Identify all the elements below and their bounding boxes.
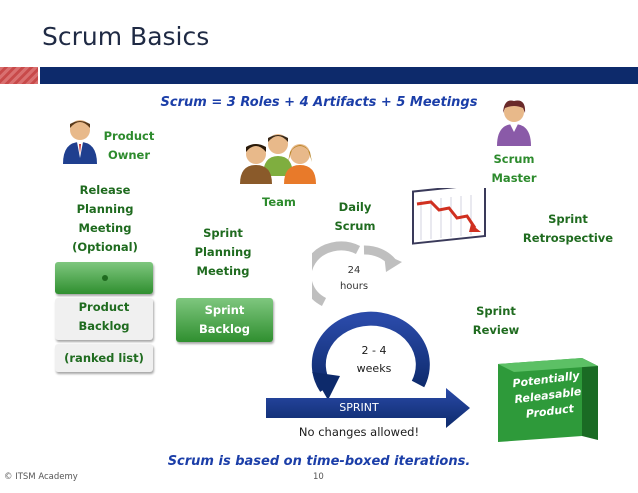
- meeting-daily-scrum: Daily Scrum: [330, 198, 380, 236]
- product-owner-icon: [63, 120, 97, 164]
- product-backlog-line: Product: [78, 300, 130, 314]
- product-backlog-top: [55, 262, 153, 294]
- daily-scrum-line: Scrum: [334, 219, 376, 233]
- daily-scrum-line: Daily: [338, 200, 372, 214]
- timebox-message: Scrum is based on time-boxed iterations.: [167, 454, 471, 469]
- daily-cycle-label: 24 hours: [330, 263, 378, 295]
- slide-title: Scrum Basics: [42, 22, 210, 51]
- header-bar-accent: [0, 67, 38, 84]
- sprint-planning-line: Sprint: [203, 226, 243, 240]
- product-backlog: Product Backlog: [55, 298, 153, 340]
- sprint-backlog: Sprint Backlog: [176, 298, 273, 342]
- sprint-cycle-arrow: [311, 311, 430, 400]
- sprint-retro-line: Sprint: [548, 212, 588, 226]
- no-changes-label: No changes allowed!: [298, 425, 420, 439]
- product-backlog-line: Backlog: [78, 319, 130, 333]
- sprint-label: SPRINT: [339, 401, 379, 414]
- meeting-release-planning: Release Planning Meeting (Optional): [60, 181, 150, 257]
- scrum-formula-heading: Scrum = 3 Roles + 4 Artifacts + 5 Meetin…: [160, 95, 478, 110]
- team-icon: [240, 134, 316, 184]
- release-planning-line: (Optional): [72, 240, 138, 254]
- sprint-retro-line: Retrospective: [522, 231, 614, 245]
- daily-cycle-arrow: [312, 241, 402, 307]
- sprint-length-label: 2 - 4 weeks: [348, 342, 400, 378]
- copyright: © ITSM Academy: [4, 472, 78, 482]
- sprint-planning-line: Planning: [194, 245, 252, 259]
- sprint-review-line: Review: [472, 323, 520, 337]
- meeting-sprint-planning: Sprint Planning Meeting: [180, 224, 266, 281]
- role-scrum-master: Scrum Master: [482, 150, 546, 188]
- sprint-planning-line: Meeting: [196, 264, 250, 278]
- backlog-dot: [102, 275, 108, 281]
- declining-chart-icon: [412, 188, 486, 245]
- scrum-master-line: Master: [491, 171, 537, 185]
- header-bar: [40, 67, 638, 84]
- page-number: 10: [313, 472, 324, 482]
- daily-cycle-line: hours: [339, 281, 369, 292]
- release-planning-line: Planning: [76, 202, 134, 216]
- meeting-sprint-retrospective: Sprint Retrospective: [520, 210, 616, 248]
- sprint-backlog-line: Sprint: [204, 303, 245, 317]
- ranked-list: (ranked list): [55, 344, 153, 372]
- releasable-product-box: [498, 358, 598, 442]
- sprint-review-line: Sprint: [476, 304, 516, 318]
- sprint-arrow: [266, 388, 470, 428]
- meeting-sprint-review: Sprint Review: [468, 302, 524, 340]
- sprint-length-line: 2 - 4: [361, 344, 387, 357]
- release-planning-line: Release: [79, 183, 131, 197]
- role-product-owner: Product Owner: [103, 129, 155, 162]
- role-team: Team: [262, 195, 296, 209]
- sprint-backlog-line: Backlog: [198, 322, 251, 336]
- release-planning-line: Meeting: [78, 221, 132, 235]
- sprint-length-line: weeks: [356, 362, 392, 375]
- scrum-master-icon: [497, 100, 531, 146]
- scrum-master-line: Scrum: [493, 152, 535, 166]
- daily-cycle-line: 24: [347, 265, 361, 276]
